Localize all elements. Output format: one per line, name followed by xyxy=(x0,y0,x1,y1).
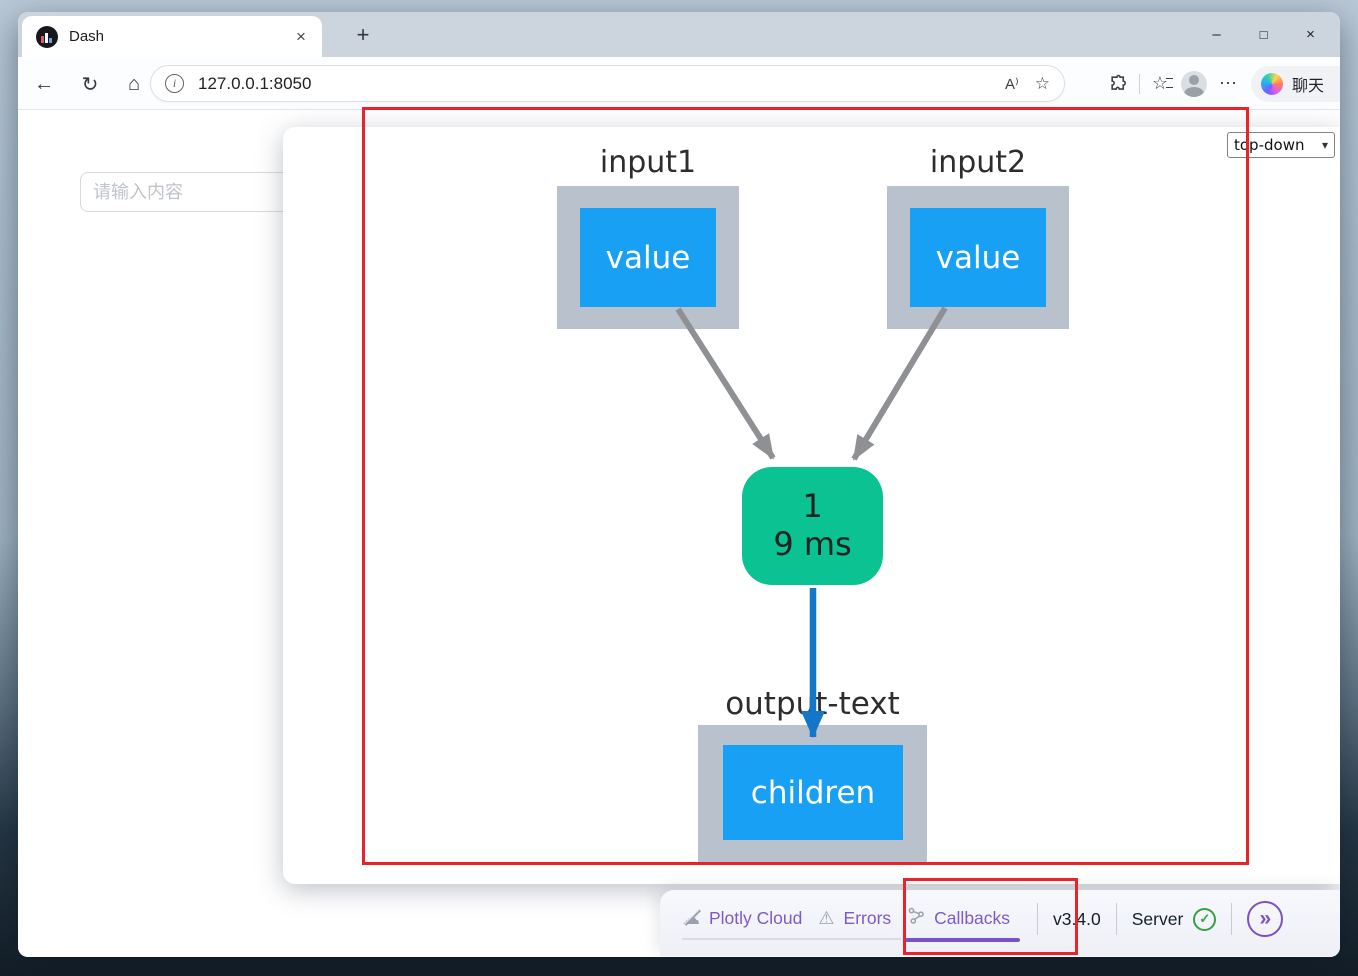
callback-graph-icon xyxy=(907,907,925,930)
site-info-icon[interactable]: i xyxy=(165,74,184,93)
browser-window: Dash × + – □ × ← ↻ ⌂ i 127.0.0.1:8050 A⁾… xyxy=(18,12,1340,957)
node-label-output: output-text xyxy=(725,686,900,722)
node-label-input2: input2 xyxy=(929,145,1027,180)
errors-label: Errors xyxy=(843,907,892,928)
dash-favicon-icon xyxy=(36,25,58,48)
toolbar-divider xyxy=(1138,73,1140,94)
server-status: Server ✓ xyxy=(1131,907,1217,935)
extensions-icon[interactable] xyxy=(1102,67,1136,101)
dash-version: v3.4.0 xyxy=(1053,908,1101,929)
refresh-button[interactable]: ↻ xyxy=(81,73,99,96)
callback-graph-panel: top-down ▾ input1 value input2 value 1 9… xyxy=(283,127,1340,884)
browser-tab-dash[interactable]: Dash × xyxy=(22,16,322,57)
tab-close-icon[interactable]: × xyxy=(296,26,306,46)
callback-count: 1 xyxy=(802,487,823,526)
devtools-toolbar: ☁ Plotly Cloud ⚠ Errors Callbacks v xyxy=(660,890,1340,956)
devtools-tab-group: ☁ Plotly Cloud ⚠ Errors xyxy=(678,902,903,941)
edge-input1-callback xyxy=(675,307,776,460)
errors-button[interactable]: ⚠ Errors xyxy=(814,902,903,941)
node-input2-prop[interactable]: value xyxy=(910,208,1046,307)
read-aloud-icon[interactable]: A⁾ xyxy=(1005,75,1019,93)
edge-input2-callback xyxy=(851,306,948,461)
collapse-devtools-button[interactable]: » xyxy=(1247,901,1284,937)
server-label: Server xyxy=(1131,908,1184,929)
callbacks-label: Callbacks xyxy=(934,907,1011,928)
callbacks-button[interactable]: Callbacks xyxy=(903,901,1022,942)
copilot-logo-icon xyxy=(1260,72,1283,95)
new-tab-button[interactable]: + xyxy=(356,22,370,47)
more-options-icon[interactable]: ⋯ xyxy=(1218,73,1237,93)
node-input1-container[interactable]: value xyxy=(557,186,739,329)
layout-dropdown[interactable]: top-down ▾ xyxy=(1227,132,1335,158)
callback-time: 9 ms xyxy=(773,525,852,563)
tab-bar: Dash × + – □ × xyxy=(18,12,1340,57)
plotly-cloud-label: Plotly Cloud xyxy=(709,907,803,928)
copilot-label: 聊天 xyxy=(1291,77,1324,95)
devtools-divider xyxy=(1115,903,1117,935)
copilot-chat-button[interactable]: 聊天 xyxy=(1250,65,1340,102)
browser-toolbar: ← ↻ ⌂ i 127.0.0.1:8050 A⁾ ☆ ☆ ⋯ 聊天 xyxy=(18,57,1340,110)
chevron-down-icon: ▾ xyxy=(1321,138,1328,152)
warning-icon: ⚠ xyxy=(818,907,835,928)
plotly-cloud-button[interactable]: ☁ Plotly Cloud xyxy=(678,902,814,941)
node-callback[interactable]: 1 9 ms xyxy=(742,467,883,585)
address-bar[interactable]: i 127.0.0.1:8050 A⁾ ☆ xyxy=(150,65,1065,102)
devtools-divider xyxy=(1037,903,1039,935)
node-input2-container[interactable]: value xyxy=(887,186,1069,329)
node-label-input1: input1 xyxy=(599,145,697,180)
toolbar-right-actions: ☆ ⋯ 聊天 xyxy=(1102,65,1340,102)
node-input1-prop[interactable]: value xyxy=(580,208,716,307)
node-output-prop[interactable]: children xyxy=(723,745,903,840)
cloud-off-icon: ☁ xyxy=(682,907,700,928)
node-output-container[interactable]: children xyxy=(698,725,927,863)
window-controls: – □ × xyxy=(1193,12,1334,57)
server-ok-icon: ✓ xyxy=(1193,907,1217,931)
close-button[interactable]: × xyxy=(1306,26,1315,43)
devtools-divider xyxy=(1231,903,1233,935)
home-button[interactable]: ⌂ xyxy=(127,72,141,95)
favorites-icon[interactable]: ☆ xyxy=(1151,73,1174,93)
tab-title: Dash xyxy=(69,28,105,45)
page-content: top-down ▾ input1 value input2 value 1 9… xyxy=(18,110,1340,956)
back-button[interactable]: ← xyxy=(34,72,54,95)
maximize-button[interactable]: □ xyxy=(1259,27,1268,42)
add-favorite-icon[interactable]: ☆ xyxy=(1034,73,1050,93)
minimize-button[interactable]: – xyxy=(1212,26,1221,43)
url-text[interactable]: 127.0.0.1:8050 xyxy=(198,73,312,93)
layout-dropdown-value: top-down xyxy=(1234,136,1305,154)
profile-avatar[interactable] xyxy=(1177,67,1211,101)
